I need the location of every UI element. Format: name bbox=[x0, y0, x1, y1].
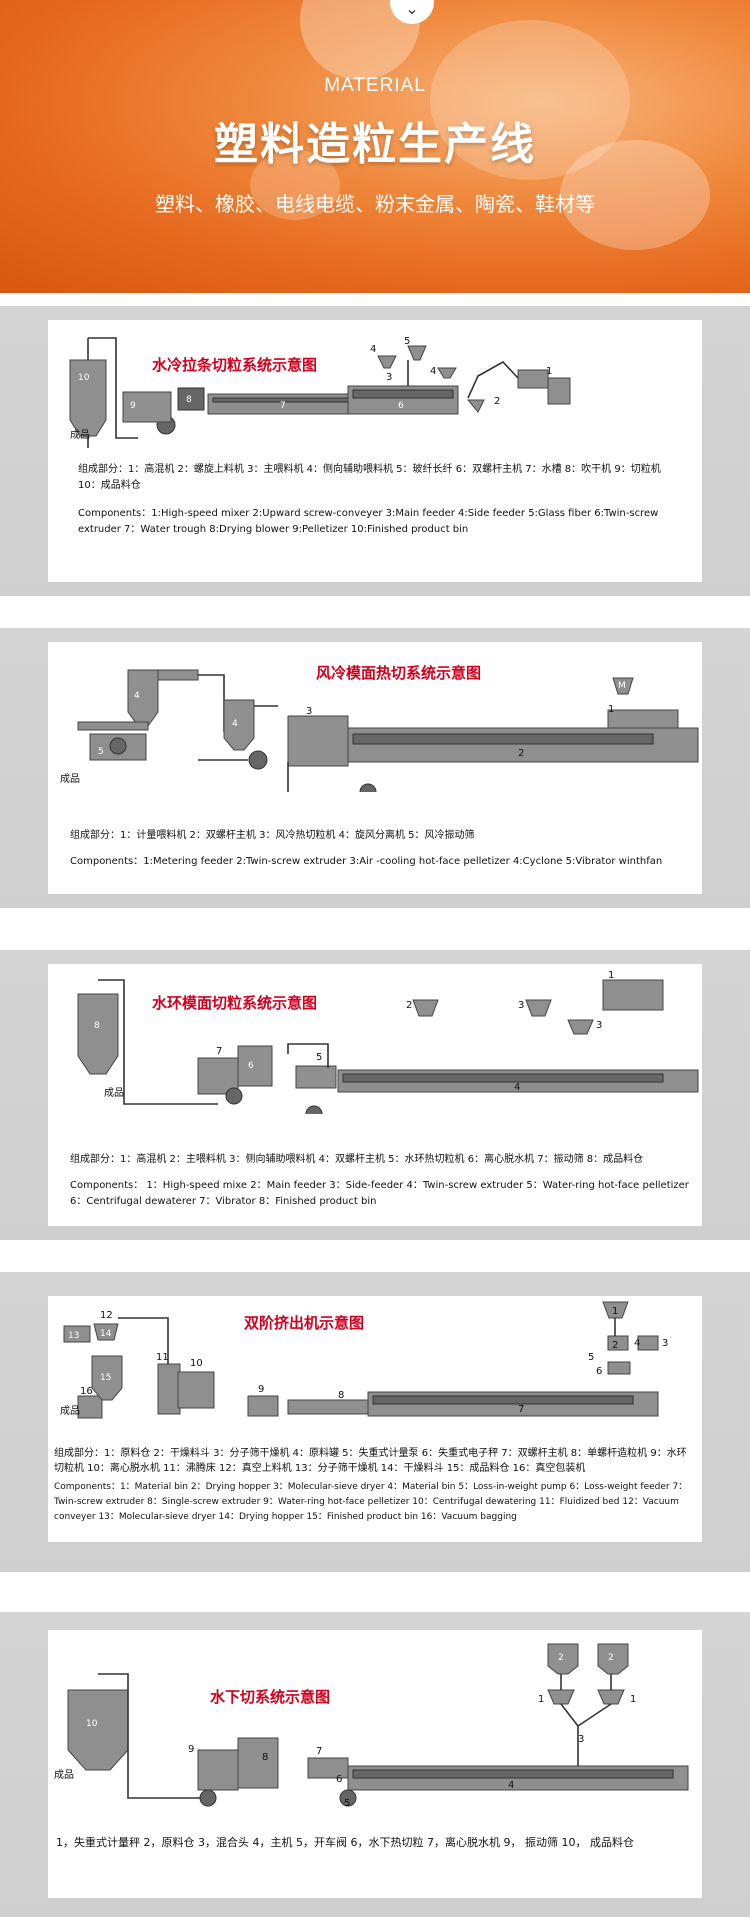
svg-text:1: 1 bbox=[608, 704, 614, 715]
product-label: 成品 bbox=[60, 1405, 80, 1417]
svg-text:9: 9 bbox=[188, 1744, 194, 1755]
diagram-card-4: 双阶挤出机示意图 13 14 12 15 16 11 10 9 bbox=[48, 1296, 702, 1542]
svg-text:4: 4 bbox=[514, 1082, 520, 1093]
svg-text:10: 10 bbox=[78, 373, 90, 383]
svg-text:16: 16 bbox=[80, 1386, 93, 1397]
diagram-card-1: 水冷拉条切粒系统示意图 10 9 8 7 6 4 bbox=[48, 320, 702, 582]
svg-text:2: 2 bbox=[494, 396, 500, 407]
hero-banner: ⌄ MATERIAL 塑料造粒生产线 塑料、橡胶、电线电缆、粉末金属、陶瓷、鞋材… bbox=[0, 0, 750, 293]
svg-text:4: 4 bbox=[134, 691, 140, 701]
svg-text:4: 4 bbox=[232, 719, 238, 729]
svg-text:M: M bbox=[618, 681, 626, 691]
diagram-panel-3: 水环模面切粒系统示意图 8 7 6 5 4 2 3 3 1 成品 bbox=[0, 950, 750, 1240]
diagram-card-5: 水下切系统示意图 10 9 8 7 6 5 4 3 bbox=[48, 1630, 702, 1898]
svg-text:3: 3 bbox=[596, 1020, 602, 1031]
diagram-card-2: 风冷模面热切系统示意图 4 4 5 3 2 1 M 成品 bbox=[48, 642, 702, 894]
hero-applications: 塑料、橡胶、电线电缆、粉末金属、陶瓷、鞋材等 bbox=[155, 192, 595, 216]
svg-text:1: 1 bbox=[538, 1694, 544, 1705]
svg-text:8: 8 bbox=[262, 1752, 268, 1763]
diagram-title: 双阶挤出机示意图 bbox=[244, 1314, 365, 1332]
svg-text:15: 15 bbox=[100, 1373, 111, 1383]
svg-text:7: 7 bbox=[316, 1746, 322, 1757]
svg-text:9: 9 bbox=[130, 401, 136, 411]
svg-text:12: 12 bbox=[100, 1310, 113, 1321]
svg-text:7: 7 bbox=[280, 401, 286, 411]
diagram-panel-4: 双阶挤出机示意图 13 14 12 15 16 11 10 9 bbox=[0, 1272, 750, 1572]
svg-text:3: 3 bbox=[386, 372, 392, 383]
diagram-air-cooling-hot-face: 4 4 5 3 2 1 M 成品 bbox=[60, 669, 699, 792]
diagram-water-ring-hot-face: 8 7 6 5 4 2 3 3 1 成品 bbox=[77, 970, 699, 1114]
diagram-title: 水冷拉条切粒系统示意图 bbox=[152, 356, 318, 374]
svg-text:2: 2 bbox=[406, 1000, 412, 1011]
svg-text:6: 6 bbox=[336, 1774, 342, 1785]
diagram-title: 水下切系统示意图 bbox=[210, 1688, 331, 1706]
svg-text:5: 5 bbox=[316, 1052, 322, 1063]
product-label: 成品 bbox=[60, 773, 80, 785]
svg-text:8: 8 bbox=[186, 395, 192, 405]
svg-text:5: 5 bbox=[588, 1352, 594, 1363]
diagram-underwater-pelletizing: 10 9 8 7 6 5 4 3 2 2 1 1 成品 bbox=[54, 1643, 689, 1809]
diagram-panel-2: 风冷模面热切系统示意图 4 4 5 3 2 1 M 成品 bbox=[0, 628, 750, 908]
hero-subtitle-en: MATERIAL bbox=[324, 75, 426, 96]
svg-text:2: 2 bbox=[558, 1653, 564, 1663]
page-title: 塑料造粒生产线 bbox=[214, 119, 536, 170]
svg-text:9: 9 bbox=[258, 1384, 264, 1395]
diagram-title: 水环模面切粒系统示意图 bbox=[152, 994, 318, 1012]
product-label: 成品 bbox=[54, 1769, 74, 1781]
svg-text:14: 14 bbox=[100, 1329, 112, 1339]
composition-cn: 1，失重式计量秤 2，原料仓 3，混合头 4，主机 5，开车阀 6，水下热切粒 … bbox=[56, 1836, 634, 1849]
svg-text:10: 10 bbox=[86, 1719, 98, 1729]
svg-text:7: 7 bbox=[216, 1046, 222, 1057]
svg-text:5: 5 bbox=[344, 1798, 350, 1809]
composition-cn: 组成部分：1：计量喂料机 2：双螺杆主机 3：风冷热切粒机 4：旋风分离机 5：… bbox=[70, 830, 475, 841]
composition-cn: 组成部分：1：高混机 2：螺旋上料机 3：主喂料机 4：侧向辅助喂料机 5：玻纤… bbox=[78, 464, 661, 491]
svg-text:6: 6 bbox=[596, 1366, 602, 1377]
svg-text:8: 8 bbox=[94, 1021, 100, 1031]
svg-text:3: 3 bbox=[306, 706, 312, 717]
svg-text:2: 2 bbox=[518, 748, 524, 759]
svg-text:5: 5 bbox=[404, 336, 410, 347]
composition-cn: 组成部分：1：原料仓 2：干燥料斗 3：分子筛干燥机 4：原料罐 5：失重式计量… bbox=[54, 1448, 687, 1474]
svg-text:3: 3 bbox=[518, 1000, 524, 1011]
svg-text:2: 2 bbox=[608, 1653, 614, 1663]
svg-text:10: 10 bbox=[190, 1358, 203, 1369]
svg-text:1: 1 bbox=[612, 1306, 618, 1317]
diagram-water-strand-pelletizing: 10 9 8 7 6 4 5 4 3 2 1 成品 bbox=[69, 336, 571, 448]
diagram-title: 风冷模面热切系统示意图 bbox=[316, 664, 482, 682]
svg-text:1: 1 bbox=[630, 1694, 636, 1705]
svg-text:13: 13 bbox=[68, 1331, 79, 1341]
diagram-panel-1: 水冷拉条切粒系统示意图 10 9 8 7 6 4 bbox=[0, 306, 750, 596]
svg-text:2: 2 bbox=[612, 1340, 618, 1351]
svg-text:6: 6 bbox=[248, 1061, 254, 1071]
components-en: Components：1:High-speed mixer 2:Upward s… bbox=[78, 508, 659, 535]
svg-text:8: 8 bbox=[338, 1390, 344, 1401]
svg-text:5: 5 bbox=[98, 747, 104, 757]
svg-text:11: 11 bbox=[156, 1352, 169, 1363]
svg-text:4: 4 bbox=[634, 1338, 640, 1349]
svg-text:6: 6 bbox=[398, 401, 404, 411]
diagram-card-3: 水环模面切粒系统示意图 8 7 6 5 4 2 3 3 1 成品 bbox=[48, 964, 702, 1226]
product-label: 成品 bbox=[70, 429, 90, 441]
svg-text:3: 3 bbox=[662, 1338, 668, 1349]
svg-text:4: 4 bbox=[508, 1780, 514, 1791]
diagram-panel-5: 水下切系统示意图 10 9 8 7 6 5 4 3 bbox=[0, 1612, 750, 1917]
svg-text:1: 1 bbox=[608, 970, 614, 981]
svg-text:1: 1 bbox=[546, 366, 552, 377]
svg-text:7: 7 bbox=[518, 1404, 524, 1415]
components-en: Components：1:Metering feeder 2:Twin-scre… bbox=[70, 856, 663, 867]
components-en: Components：1：Material bin 2：Drying hoppe… bbox=[54, 1482, 688, 1522]
svg-text:4: 4 bbox=[370, 344, 376, 355]
product-label: 成品 bbox=[104, 1087, 124, 1099]
svg-text:4: 4 bbox=[430, 366, 436, 377]
svg-text:3: 3 bbox=[578, 1734, 584, 1745]
diagram-two-stage-extruder: 13 14 12 15 16 11 10 9 8 7 6 5 4 3 2 1 成… bbox=[60, 1301, 668, 1419]
composition-cn: 组成部分：1：高混机 2：主喂料机 3：侧向辅助喂料机 4：双螺杆主机 5：水环… bbox=[70, 1154, 644, 1165]
components-en: Components： 1：High-speed mixe 2：Main fee… bbox=[70, 1180, 689, 1207]
